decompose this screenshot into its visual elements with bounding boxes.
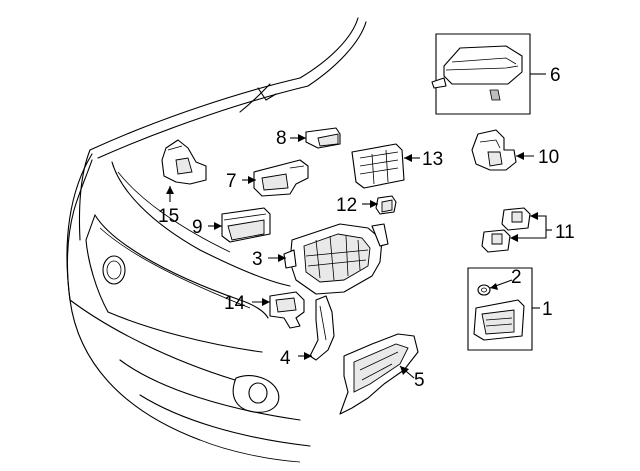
part-4-support-bracket: 4 (280, 295, 335, 369)
part-10-relay-block: 10 (471, 129, 559, 171)
part-12-relay: 12 (336, 195, 397, 216)
callout-11: 11 (555, 222, 575, 243)
callout-2: 2 (511, 267, 522, 288)
callout-8: 8 (276, 128, 287, 149)
part-9-fuse-cover: 9 (192, 207, 271, 243)
callout-5: 5 (414, 370, 425, 391)
callout-12: 12 (336, 195, 357, 216)
part-1-2-box: 2 1 (467, 267, 553, 351)
callout-7: 7 (226, 171, 237, 192)
callout-4: 4 (280, 348, 291, 369)
vehicle-front-outline (66, 17, 367, 463)
part-6-fuse-box-cover: 6 (431, 33, 561, 115)
callout-10: 10 (538, 147, 559, 168)
callout-14: 14 (224, 293, 246, 314)
part-8-fuse-holder: 8 (276, 127, 341, 149)
part-14-bracket: 14 (224, 291, 305, 329)
part-3-junction-block: 3 (252, 223, 389, 295)
part-5-lower-cover: 5 (339, 333, 425, 415)
callout-13: 13 (422, 149, 443, 170)
part-13-cover-plate: 13 (351, 143, 443, 189)
callout-1: 1 (542, 299, 553, 320)
callout-6: 6 (550, 65, 561, 86)
part-15-mount-bracket: 15 (158, 139, 207, 227)
callout-15: 15 (158, 206, 179, 227)
callout-3: 3 (252, 249, 263, 270)
part-11-relays: 11 (481, 207, 575, 253)
callout-9: 9 (192, 217, 203, 238)
part-7-relay-bracket: 7 (226, 159, 309, 197)
